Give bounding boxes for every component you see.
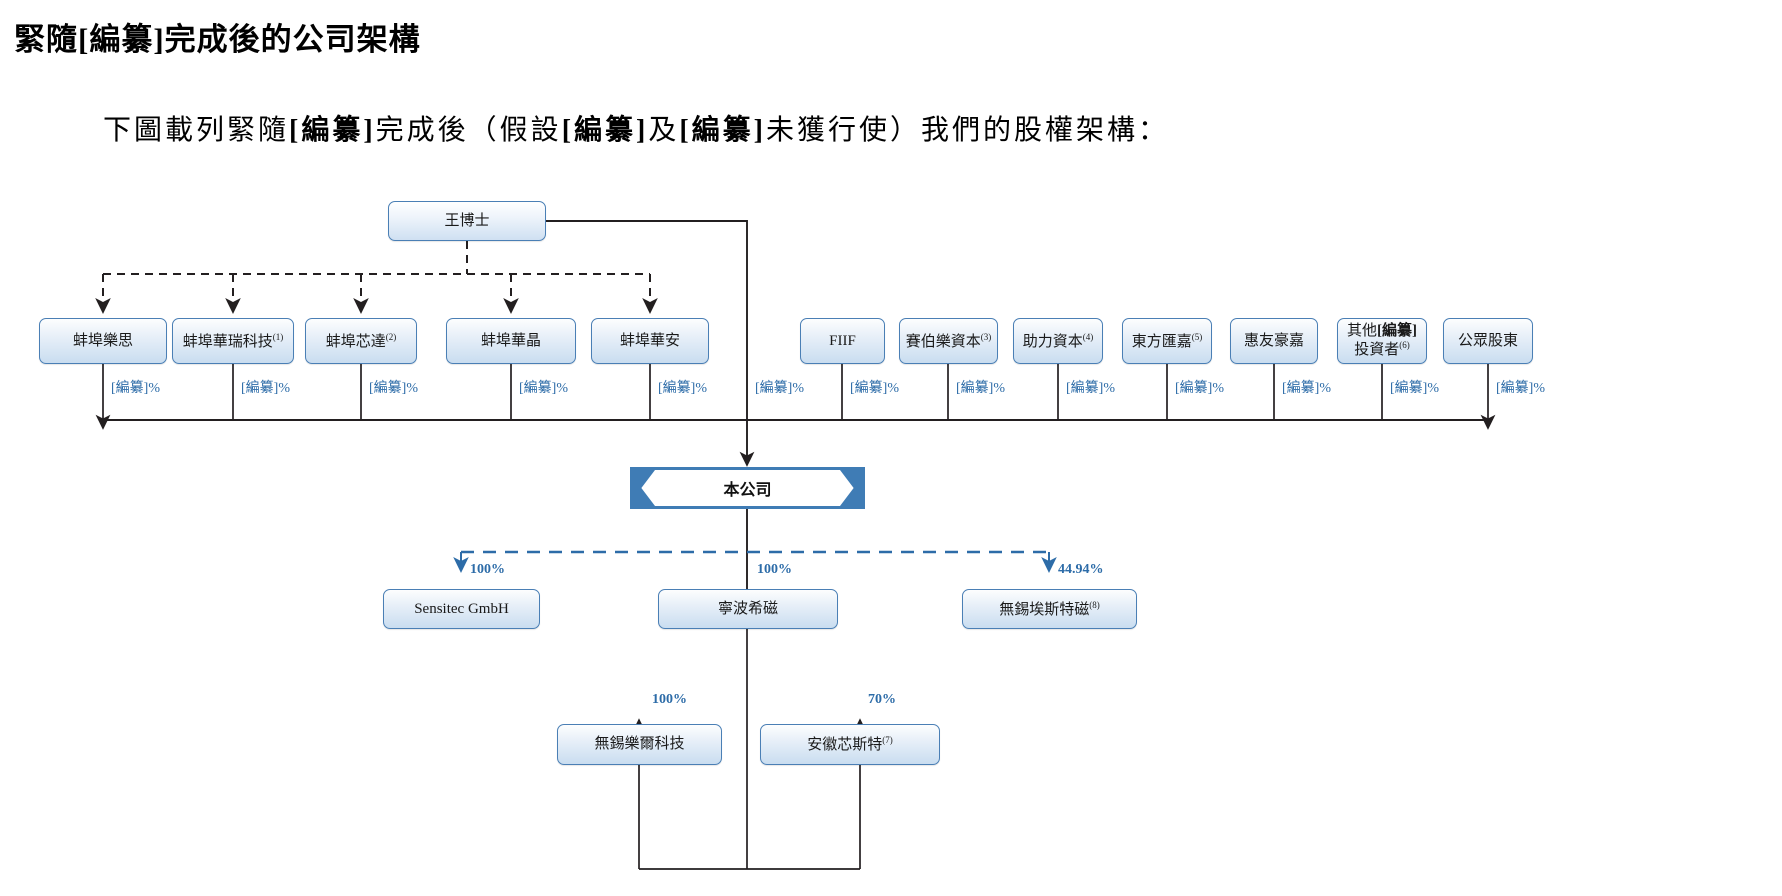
node-label: 本公司	[723, 482, 772, 499]
node-label: 助力資本(4)	[1022, 331, 1094, 350]
percent-controller-direct: [編纂]%	[755, 381, 804, 396]
percent-tier1-right-6: [編纂]%	[1496, 381, 1545, 396]
intro-text-run: 完成後（假設	[375, 115, 562, 146]
node-label: 公眾股東	[1457, 332, 1518, 349]
percent-tier1-left-1: [編纂]%	[241, 381, 290, 396]
chevron-left-decoration	[633, 470, 655, 506]
node-label: 無錫埃斯特磁(8)	[999, 599, 1100, 618]
node-tier1-left-1[interactable]: 蚌埠華瑞科技(1)	[172, 318, 294, 364]
percent-tier2-0: 100%	[470, 562, 505, 577]
intro-text-run: 及	[648, 115, 680, 146]
node-tier1-right-6[interactable]: 公眾股東	[1443, 318, 1533, 364]
node-label: 寧波希磁	[717, 600, 778, 617]
node-label: 蚌埠芯達(2)	[325, 331, 397, 350]
node-label: Sensitec GmbH	[414, 600, 509, 617]
node-tier3-0[interactable]: 無錫樂爾科技	[557, 724, 722, 765]
connector-lines	[95, 220, 1496, 870]
node-tier1-left-4[interactable]: 蚌埠華安	[591, 318, 709, 364]
node-label: 安徽芯斯特(7)	[807, 735, 893, 754]
node-tier2-0[interactable]: Sensitec GmbH	[383, 589, 540, 629]
ownership-structure-diagram: 王博士蚌埠樂思 [編纂]% 蚌埠華瑞科技(1) [編纂]% 蚌埠芯達(2) [編纂]% 蚌埠…	[0, 185, 1782, 896]
intro-text-run: 下圖載列緊隨	[103, 115, 290, 146]
node-label: 蚌埠華安	[619, 332, 680, 349]
node-label: 蚌埠華瑞科技(1)	[182, 331, 284, 350]
percent-tier1-right-1: [編纂]%	[956, 381, 1005, 396]
node-label: 無錫樂爾科技	[594, 736, 685, 753]
node-tier1-right-4[interactable]: 惠友豪嘉	[1230, 318, 1318, 364]
node-tier1-left-0[interactable]: 蚌埠樂思	[39, 318, 167, 364]
node-tier1-right-0[interactable]: FIIF	[800, 318, 885, 364]
percent-tier1-right-2: [編纂]%	[1066, 381, 1115, 396]
percent-tier3-0: 100%	[652, 692, 687, 707]
percent-tier1-right-3: [編纂]%	[1175, 381, 1224, 396]
percent-tier1-left-3: [編纂]%	[519, 381, 568, 396]
intro-paragraph: 下圖載列緊隨[編纂]完成後（假設[編纂]及[編纂]未獲行使）我們的股權架構：	[103, 108, 1169, 148]
percent-tier1-left-4: [編纂]%	[658, 381, 707, 396]
node-label: 蚌埠樂思	[72, 332, 133, 349]
percent-tier1-left-0: [編纂]%	[111, 381, 160, 396]
chevron-right-decoration	[840, 470, 862, 506]
intro-redacted-token: [編纂]	[289, 115, 376, 146]
node-label: 其他[編纂]投資者(6)	[1346, 323, 1417, 358]
percent-tier2-1: 100%	[757, 562, 792, 577]
percent-tier1-right-4: [編纂]%	[1282, 381, 1331, 396]
intro-redacted-token: [編纂]	[561, 115, 649, 146]
node-tier1-right-3[interactable]: 東方匯嘉(5)	[1122, 318, 1212, 364]
percent-tier3-1: 70%	[868, 692, 896, 707]
percent-tier1-right-0: [編纂]%	[850, 381, 899, 396]
node-tier2-2[interactable]: 無錫埃斯特磁(8)	[962, 589, 1137, 629]
intro-text-run: 未獲行使）我們的股權架構：	[766, 115, 1170, 146]
node-company[interactable]: 本公司	[630, 467, 865, 509]
node-label: 賽伯樂資本(3)	[905, 331, 992, 350]
node-controller[interactable]: 王博士	[388, 201, 546, 241]
node-tier1-left-2[interactable]: 蚌埠芯達(2)	[305, 318, 417, 364]
percent-tier2-2: 44.94%	[1058, 562, 1104, 577]
page-title: 緊隨[編纂]完成後的公司架構	[14, 22, 421, 57]
node-label: FIIF	[829, 332, 856, 349]
node-tier1-right-1[interactable]: 賽伯樂資本(3)	[899, 318, 998, 364]
intro-redacted-token: [編纂]	[679, 115, 767, 146]
percent-tier1-right-5: [編纂]%	[1390, 381, 1439, 396]
node-label: 惠友豪嘉	[1243, 332, 1304, 349]
node-tier1-right-2[interactable]: 助力資本(4)	[1013, 318, 1103, 364]
node-tier2-1[interactable]: 寧波希磁	[658, 589, 838, 629]
node-tier3-1[interactable]: 安徽芯斯特(7)	[760, 724, 940, 765]
node-label: 蚌埠華晶	[480, 332, 541, 349]
node-label: 東方匯嘉(5)	[1131, 331, 1203, 350]
node-label: 王博士	[444, 212, 490, 229]
node-tier1-right-5[interactable]: 其他[編纂]投資者(6)	[1337, 318, 1427, 364]
percent-tier1-left-2: [編纂]%	[369, 381, 418, 396]
node-tier1-left-3[interactable]: 蚌埠華晶	[446, 318, 576, 364]
